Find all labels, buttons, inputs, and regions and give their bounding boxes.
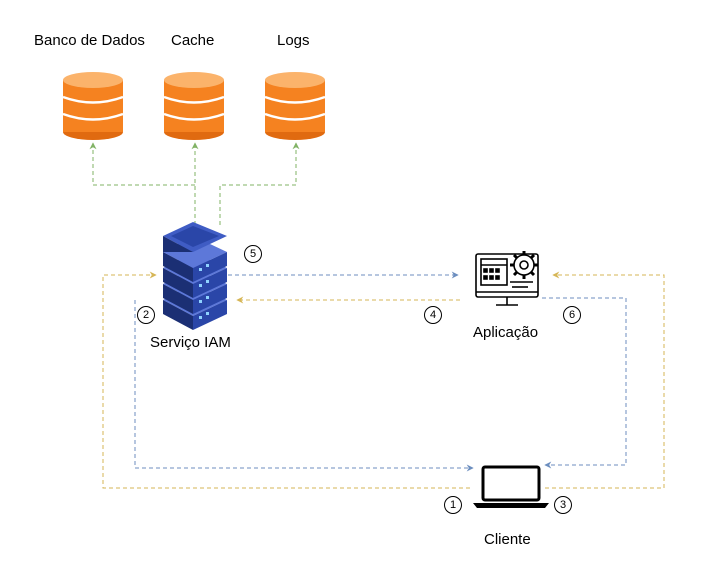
logs-database-icon	[263, 70, 327, 142]
edges-storage	[89, 142, 300, 225]
step-badge-2: 2	[137, 306, 155, 324]
edge-iam-to-logs	[219, 142, 300, 225]
step-badge-6: 6	[563, 306, 581, 324]
step-badge-4: 4	[424, 306, 442, 324]
label-aplicacao: Aplicação	[473, 324, 539, 341]
edges-blue	[134, 271, 627, 472]
edges-yellow	[102, 271, 665, 489]
laptop-icon	[473, 465, 549, 508]
edge-iam-to-client	[134, 300, 474, 472]
edge-client-to-iam	[102, 271, 470, 489]
step-badge-1: 1	[444, 496, 462, 514]
edge-iam-to-database	[89, 142, 195, 186]
server-icon	[163, 222, 227, 330]
label-cache: Cache	[171, 32, 215, 49]
label-cliente: Cliente	[484, 531, 531, 548]
application-gear-icon	[475, 251, 539, 306]
step-badge-5: 5	[244, 245, 262, 263]
label-logs: Logs	[277, 32, 310, 49]
step-badge-3: 3	[554, 496, 572, 514]
database-icon	[61, 70, 125, 142]
label-servico-iam: Serviço IAM	[150, 334, 231, 351]
edge-app-to-client	[542, 297, 627, 469]
edge-client-to-app	[545, 271, 665, 489]
cache-database-icon	[162, 70, 226, 142]
label-banco-de-dados: Banco de Dados	[34, 32, 145, 49]
